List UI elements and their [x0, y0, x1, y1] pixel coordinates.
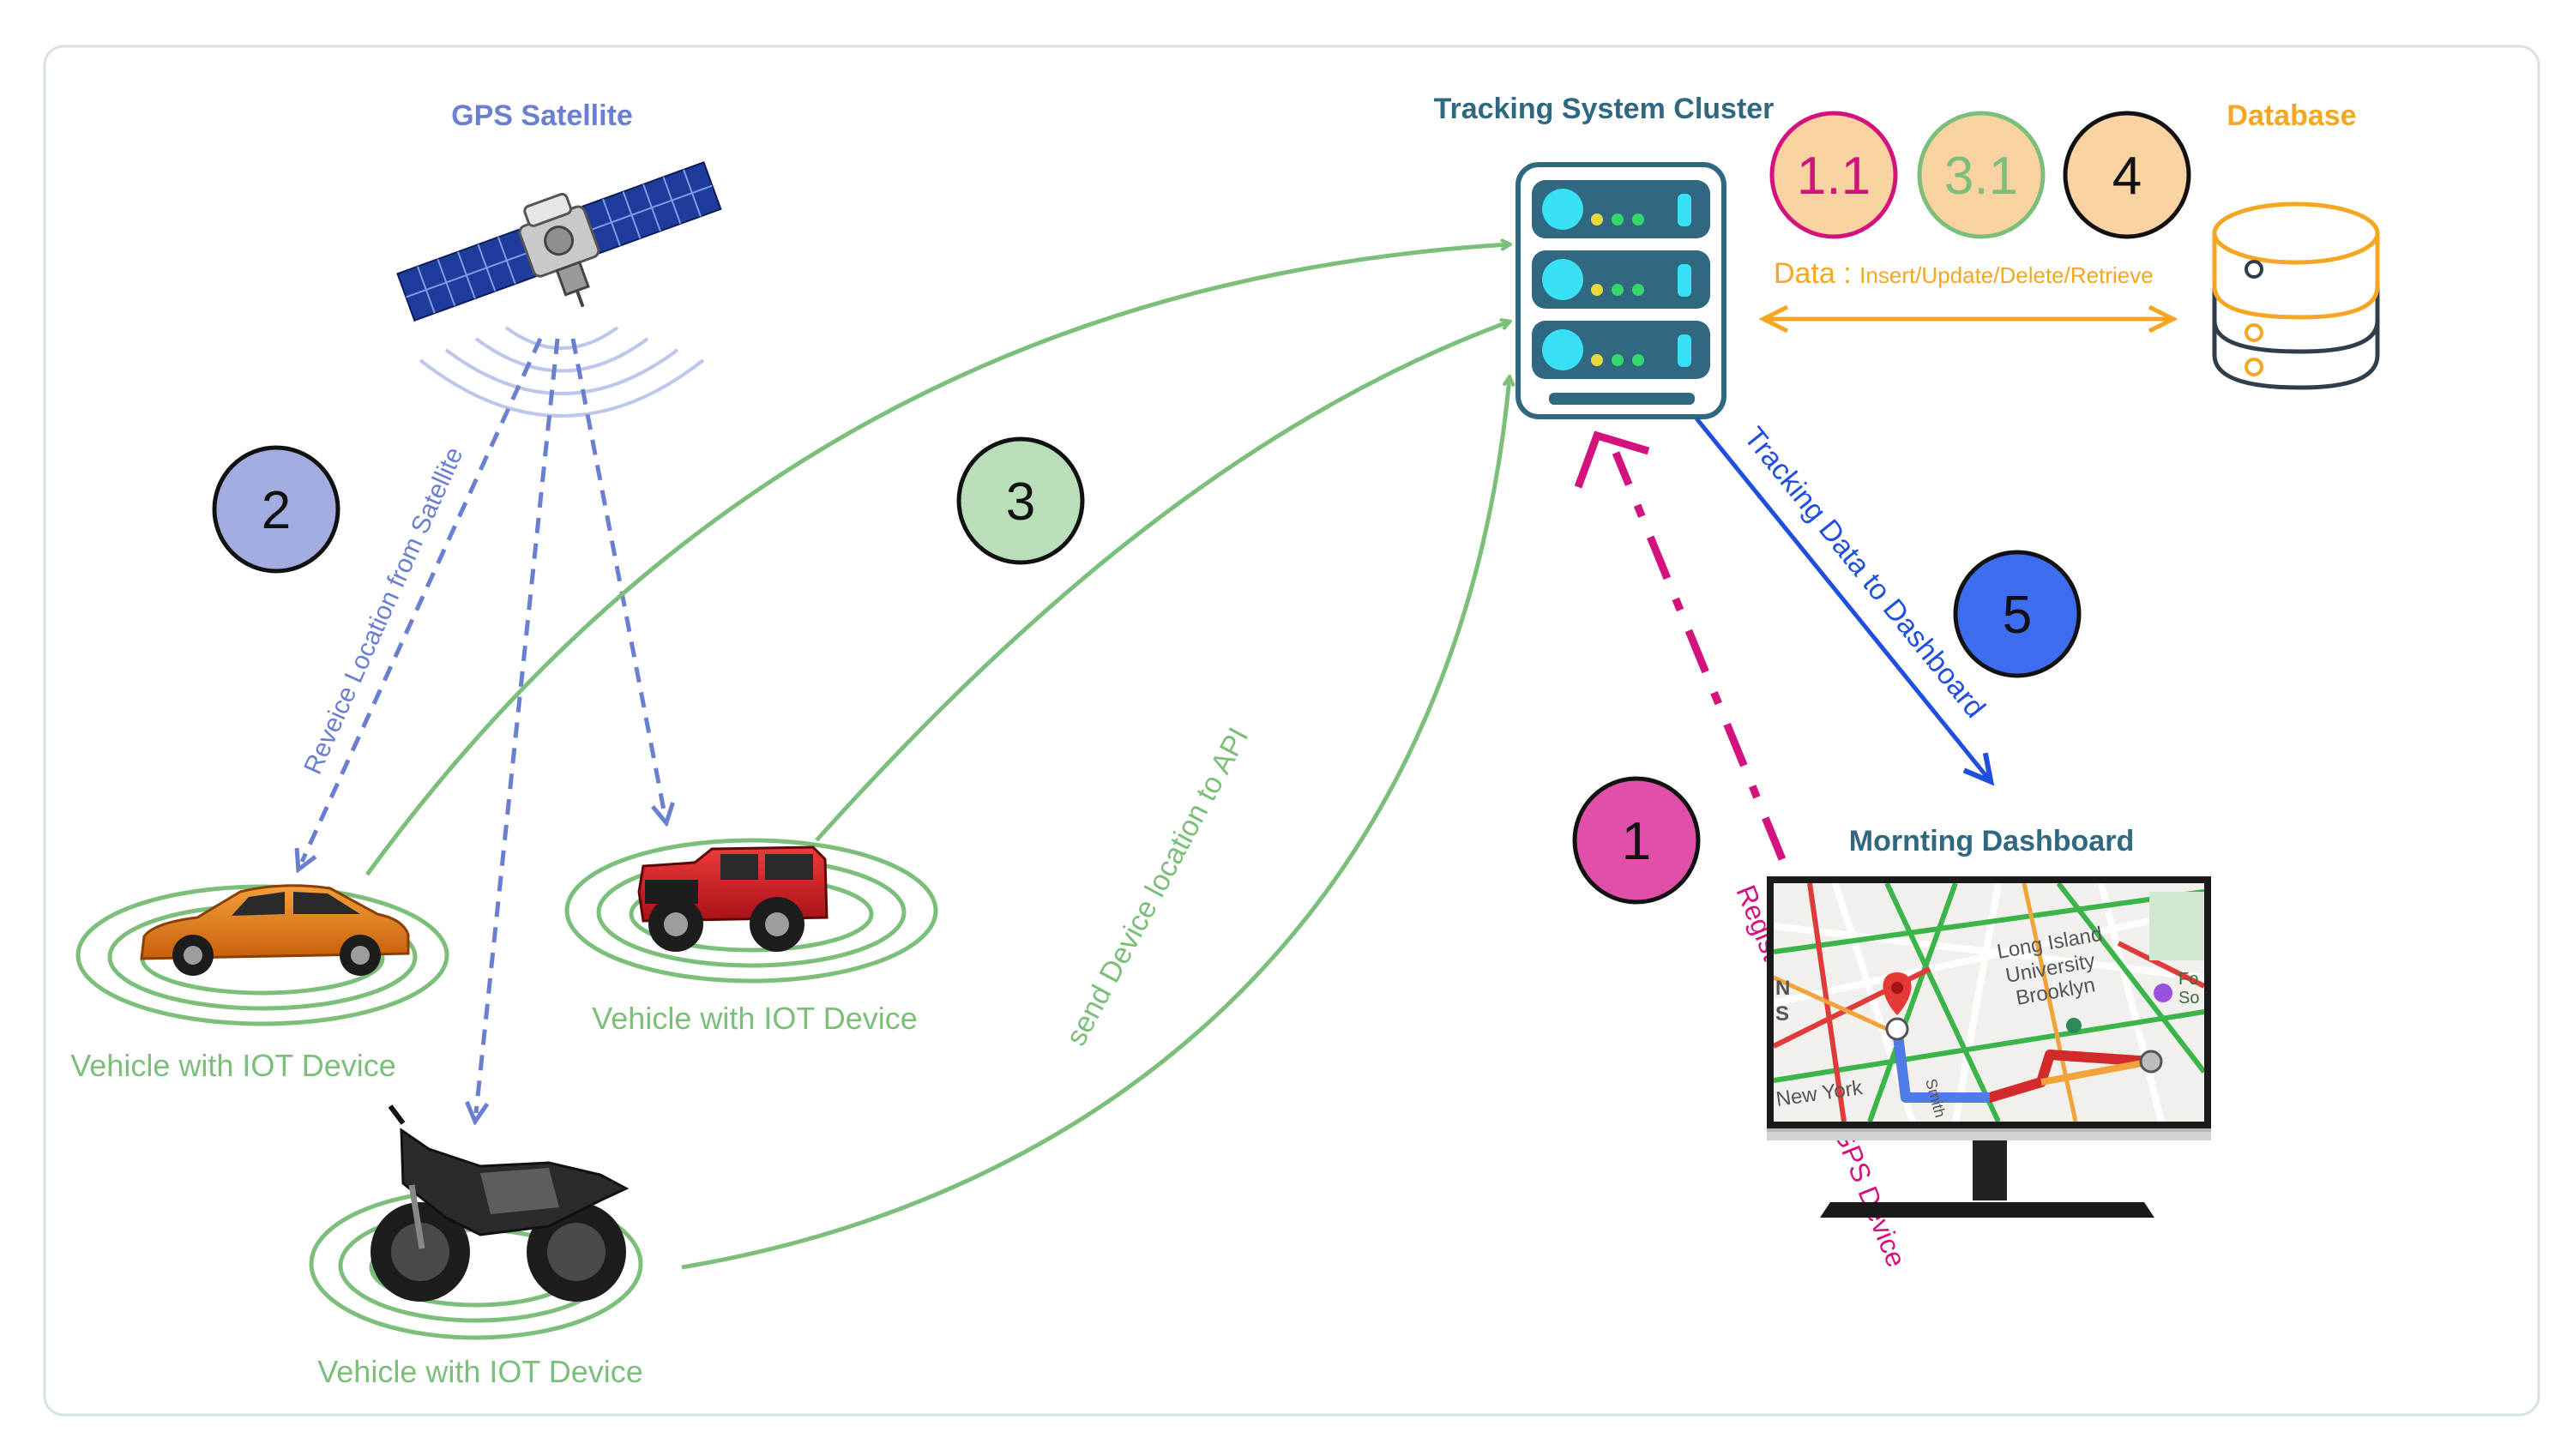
- motorcycle-icon: [371, 1104, 630, 1302]
- badge-5: 5: [1953, 550, 2082, 678]
- data-ops-text: Insert/Update/Delete/Retrieve: [1859, 262, 2154, 288]
- map-label: So: [2178, 989, 2199, 1008]
- map-pin-icon: [1883, 972, 1912, 1015]
- gps-satellite-title: GPS Satellite: [451, 99, 633, 132]
- send-location-curves: [365, 244, 1509, 1270]
- badge-5-text: 5: [2003, 586, 2032, 645]
- satellite-signal-waves: [419, 326, 705, 418]
- badge-1-1: 1.1: [1769, 111, 1898, 239]
- gps-downlink-arrows: [302, 337, 665, 1113]
- jeep-icon: [637, 845, 829, 952]
- badge-4: 4: [2063, 111, 2191, 239]
- database-title: Database: [2227, 99, 2356, 132]
- server-unit: [1532, 250, 1710, 309]
- badge-3-1: 3.1: [1917, 111, 2046, 239]
- badge-4-text: 4: [2112, 147, 2142, 206]
- badge-2-text: 2: [262, 481, 291, 540]
- register-arrowhead: [1574, 430, 1650, 489]
- monitor-map-icon: Long Island University Brooklyn New York…: [1767, 876, 2211, 1218]
- vehicle-jeep-node: Vehicle with IOT Device: [564, 838, 938, 1036]
- data-ops-label: Data : Insert/Update/Delete/Retrieve: [1774, 257, 2154, 290]
- satellite-icon: [396, 161, 722, 322]
- curve-car-to-cluster: [365, 244, 1509, 876]
- badge-1-1-text: 1.1: [1797, 147, 1871, 206]
- curve-jeep-to-cluster: [815, 322, 1509, 842]
- server-unit: [1532, 321, 1710, 379]
- tracking-cluster-title: Tracking System Cluster: [1434, 93, 1775, 125]
- dashboard-title: Mornting Dashboard: [1849, 825, 2134, 857]
- gps-arrow-to-car: [302, 337, 543, 862]
- map-label: Fo: [2178, 970, 2198, 989]
- map-label: S: [1775, 1002, 1789, 1026]
- badge-2: 2: [212, 445, 340, 574]
- tracking-data-arrow: [1695, 417, 1995, 786]
- gps-arrow-to-bike: [476, 338, 560, 1113]
- curve-bike-to-cluster: [681, 377, 1509, 1270]
- server-rack-icon: [1515, 162, 1726, 419]
- server-unit: [1532, 180, 1710, 238]
- badge-1-text: 1: [1622, 812, 1651, 871]
- vehicle-car-node: Vehicle with IOT Device: [70, 884, 449, 1083]
- vehicle-bike-node: Vehicle with IOT Device: [309, 1104, 643, 1389]
- vehicle-bike-label: Vehicle with IOT Device: [317, 1354, 643, 1389]
- badge-3-text: 3: [1006, 472, 1035, 532]
- vehicle-jeep-label: Vehicle with IOT Device: [592, 1001, 918, 1036]
- database-icon: [2212, 202, 2380, 390]
- map-label: N: [1775, 977, 1790, 1000]
- badge-1: 1: [1572, 776, 1701, 905]
- badge-3: 3: [956, 436, 1085, 565]
- badge-3-1-text: 3.1: [1944, 147, 2018, 206]
- data-ops-prefix: Data :: [1774, 257, 1859, 290]
- register-arrow: [1612, 451, 1787, 861]
- vehicle-car-label: Vehicle with IOT Device: [70, 1048, 396, 1083]
- car-icon: [140, 884, 410, 976]
- gps-arrow-to-jeep: [570, 338, 665, 815]
